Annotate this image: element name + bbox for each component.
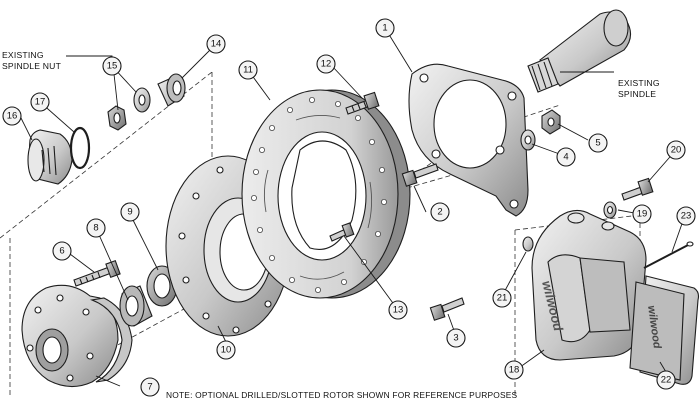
callout-2: 2	[430, 202, 450, 222]
callout-21: 21	[492, 288, 512, 308]
svg-text:11: 11	[243, 65, 253, 76]
svg-text:14: 14	[211, 39, 222, 50]
svg-text:19: 19	[637, 209, 648, 220]
svg-text:13: 13	[393, 305, 404, 316]
wheel-stud	[73, 260, 121, 287]
brake-pads: wilwood	[629, 275, 700, 385]
callout-14: 14	[206, 34, 226, 54]
svg-text:15: 15	[107, 61, 118, 72]
callout-4: 4	[556, 147, 576, 167]
bracket-washer	[520, 129, 536, 151]
svg-text:12: 12	[321, 59, 332, 70]
pad-retaining-pin	[643, 241, 694, 269]
caliper-shim	[522, 236, 534, 252]
label-existing-spindle-line1: EXISTING	[618, 78, 660, 88]
callout-1: 1	[375, 18, 395, 38]
callout-17: 17	[30, 92, 50, 112]
svg-text:22: 22	[661, 375, 672, 386]
svg-text:20: 20	[671, 145, 682, 156]
bracket-bolt-top	[345, 91, 380, 115]
outer-bearing	[157, 73, 186, 107]
svg-text:17: 17	[35, 97, 46, 108]
label-existing-spindle-nut-line2: SPINDLE NUT	[2, 61, 62, 71]
callout-5: 5	[588, 133, 608, 153]
existing-spindle	[527, 9, 632, 93]
dust-cap	[27, 129, 73, 185]
callout-23: 23	[676, 206, 696, 226]
callout-7: 7	[140, 377, 160, 397]
svg-text:5: 5	[595, 138, 600, 149]
spindle-washer	[133, 87, 151, 113]
callout-20: 20	[666, 140, 686, 160]
callout-18: 18	[504, 360, 524, 380]
brake-caliper: wilwood	[531, 209, 647, 361]
brake-rotor	[241, 89, 411, 299]
svg-text:4: 4	[563, 152, 568, 163]
svg-text:23: 23	[681, 211, 692, 222]
callout-8: 8	[86, 218, 106, 238]
reference-note: NOTE: OPTIONAL DRILLED/SLOTTED ROTOR SHO…	[166, 390, 518, 400]
caliper-bracket	[408, 63, 529, 217]
svg-text:6: 6	[59, 246, 64, 257]
caliper-bolt	[621, 177, 654, 201]
callout-3: 3	[446, 328, 466, 348]
label-existing-spindle-line2: SPINDLE	[618, 89, 656, 99]
svg-text:1: 1	[382, 23, 387, 34]
svg-text:21: 21	[497, 293, 508, 304]
hub	[21, 284, 133, 388]
svg-text:3: 3	[453, 333, 458, 344]
hat-bolt	[329, 222, 355, 242]
callout-13: 13	[388, 300, 408, 320]
svg-text:10: 10	[221, 345, 232, 356]
callout-11: 11	[238, 60, 258, 80]
callout-12: 12	[316, 54, 336, 74]
leader-lines	[19, 27, 685, 387]
callout-9: 9	[120, 202, 140, 222]
svg-text:16: 16	[7, 111, 18, 122]
o-ring	[69, 126, 91, 170]
callout-16: 16	[2, 106, 22, 126]
svg-text:9: 9	[127, 207, 132, 218]
svg-text:2: 2	[437, 207, 442, 218]
callout-22: 22	[656, 370, 676, 390]
bracket-nut	[541, 109, 561, 135]
spindle-nut	[107, 105, 127, 131]
callout-15: 15	[102, 56, 122, 76]
caliper-washer	[603, 201, 617, 219]
callout-6: 6	[52, 241, 72, 261]
svg-text:8: 8	[93, 223, 98, 234]
label-existing-spindle-nut-line1: EXISTING	[2, 50, 44, 60]
callout-10: 10	[216, 340, 236, 360]
bracket-bolt-bottom	[429, 297, 465, 321]
callout-19: 19	[632, 204, 652, 224]
svg-text:7: 7	[147, 382, 152, 393]
bracket-bolt-middle	[401, 163, 439, 187]
svg-text:18: 18	[509, 365, 520, 376]
